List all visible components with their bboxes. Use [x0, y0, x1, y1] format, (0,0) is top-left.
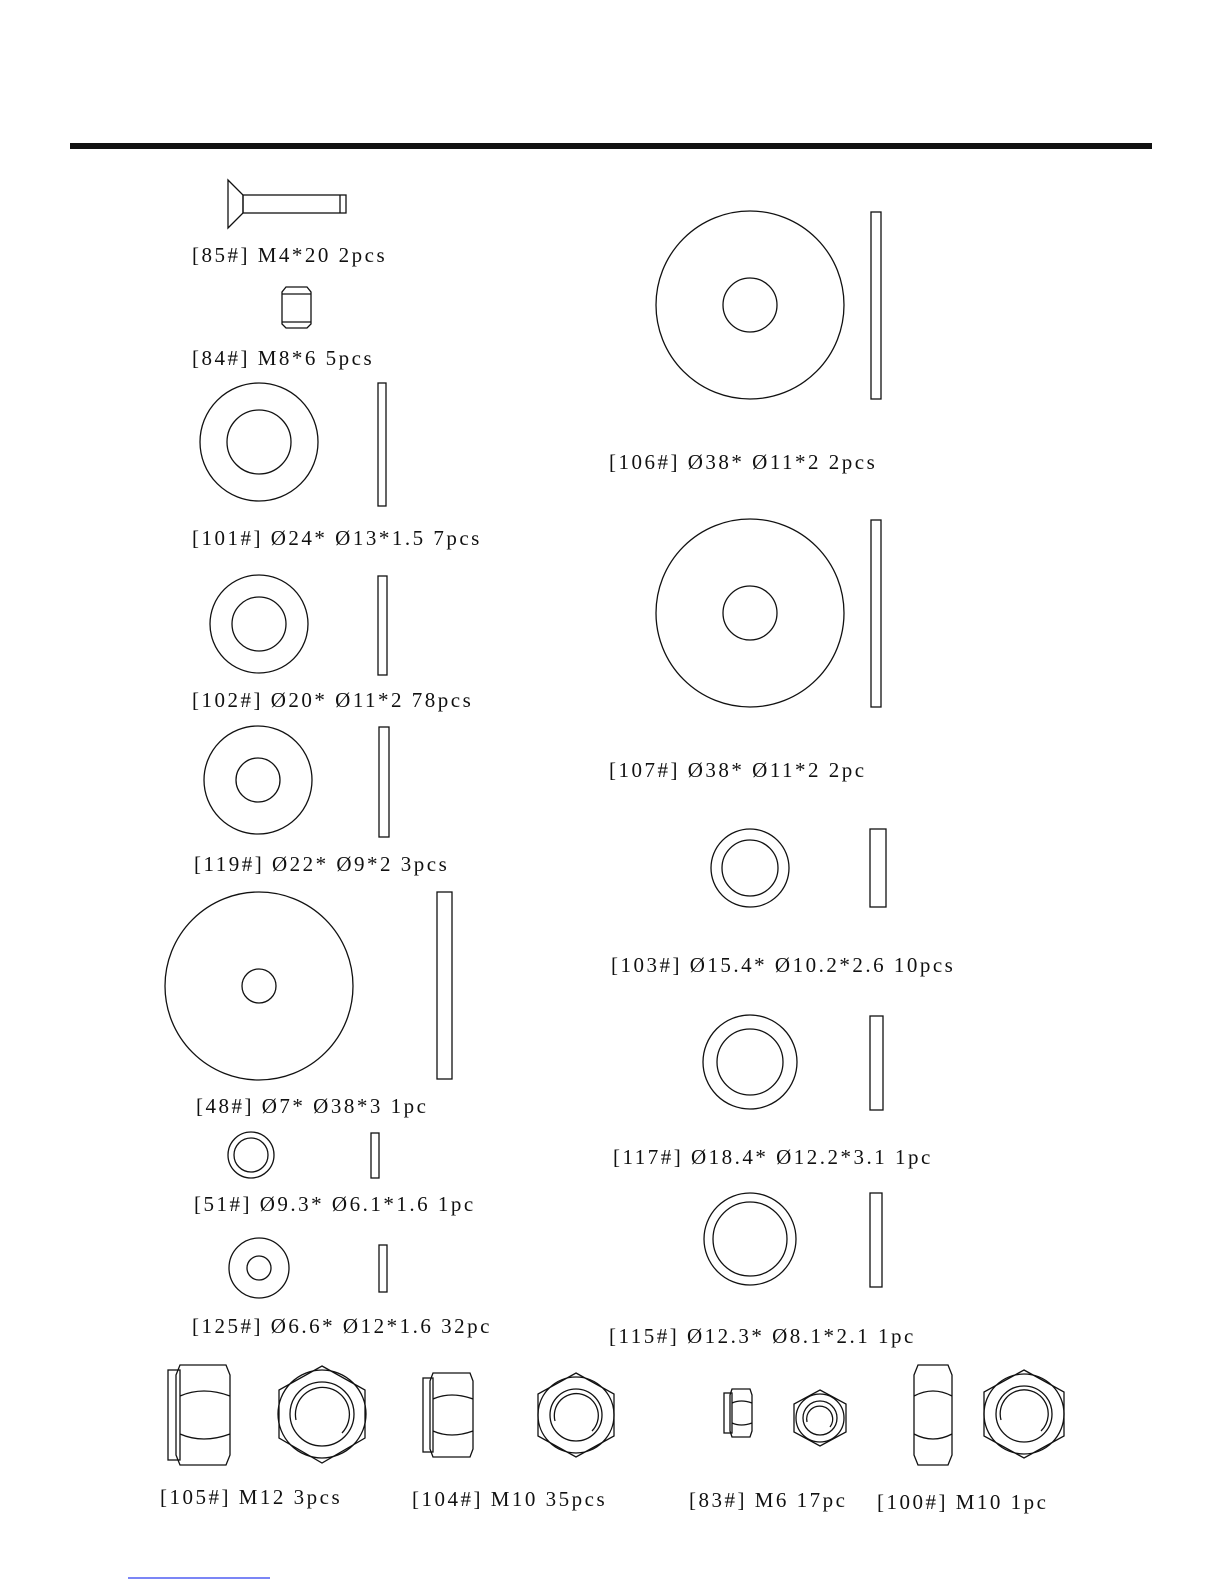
- washer-119-drawing: [203, 725, 390, 838]
- set-screw-84-drawing: [281, 286, 312, 329]
- label-103: [103#] Ø15.4* Ø10.2*2.6 10pcs: [611, 953, 956, 977]
- nut-83-top-drawing: [793, 1389, 847, 1447]
- washer-102-drawing: [209, 574, 388, 676]
- washer-103-drawing: [710, 828, 887, 908]
- label-100: [100#] M10 1pc: [877, 1490, 1049, 1514]
- nut-105-top-drawing: [277, 1365, 367, 1464]
- washer-125-drawing: [228, 1237, 388, 1299]
- label-84: [84#] M8*6 5pcs: [192, 346, 375, 370]
- label-83: [83#] M6 17pc: [689, 1488, 848, 1512]
- header-rule: [70, 143, 1152, 149]
- washer-101-drawing: [199, 382, 387, 507]
- nut-104-top-drawing: [537, 1372, 615, 1458]
- label-102: [102#] Ø20* Ø11*2 78pcs: [192, 688, 474, 712]
- label-117: [117#] Ø18.4* Ø12.2*3.1 1pc: [613, 1145, 933, 1169]
- label-106: [106#] Ø38* Ø11*2 2pcs: [609, 450, 878, 474]
- label-85: [85#] M4*20 2pcs: [192, 243, 388, 267]
- washer-107-drawing: [655, 518, 882, 708]
- washer-48-drawing: [164, 891, 453, 1081]
- label-107: [107#] Ø38* Ø11*2 2pc: [609, 758, 867, 782]
- washer-117-drawing: [702, 1014, 884, 1111]
- label-101: [101#] Ø24* Ø13*1.5 7pcs: [192, 526, 482, 550]
- label-115: [115#] Ø12.3* Ø8.1*2.1 1pc: [609, 1324, 916, 1348]
- label-105: [105#] M12 3pcs: [160, 1485, 343, 1509]
- label-104: [104#] M10 35pcs: [412, 1487, 608, 1511]
- nut-105-side-drawing: [167, 1364, 231, 1466]
- nut-100-side-drawing: [913, 1364, 953, 1466]
- screw-85-drawing: [227, 178, 347, 230]
- washer-51-drawing: [227, 1131, 380, 1179]
- nut-104-side-drawing: [422, 1372, 474, 1458]
- label-119: [119#] Ø22* Ø9*2 3pcs: [194, 852, 450, 876]
- label-125: [125#] Ø6.6* Ø12*1.6 32pc: [192, 1314, 492, 1338]
- washer-106-drawing: [655, 210, 882, 400]
- nut-100-top-drawing: [983, 1369, 1065, 1459]
- washer-115-drawing: [703, 1192, 883, 1288]
- nut-83-side-drawing: [723, 1388, 753, 1438]
- label-48: [48#] Ø7* Ø38*3 1pc: [196, 1094, 429, 1118]
- label-51: [51#] Ø9.3* Ø6.1*1.6 1pc: [194, 1192, 476, 1216]
